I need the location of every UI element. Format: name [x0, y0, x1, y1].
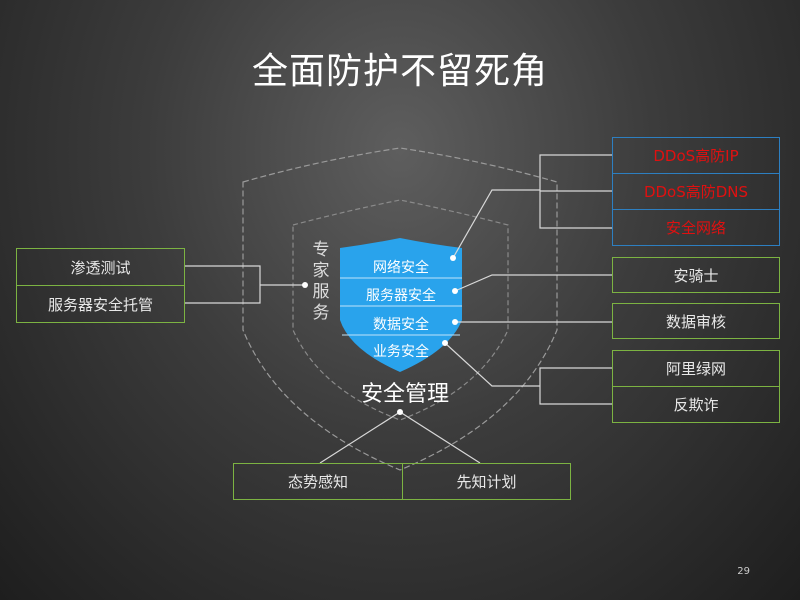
right-box-green-net: 阿里绿网: [612, 350, 780, 387]
shield-dividers: [340, 277, 462, 336]
page-number: 29: [737, 566, 750, 577]
bottom-box-situation-awareness: 态势感知: [233, 463, 403, 500]
right-box-anqishi: 安骑士: [612, 257, 780, 293]
left-box-server-hosting: 服务器安全托管: [16, 285, 185, 323]
red-box-secure-network: 安全网络: [612, 209, 780, 246]
outer-shield-outline: [242, 147, 558, 471]
char: 专: [312, 240, 330, 260]
right-box-data-review: 数据审核: [612, 303, 780, 339]
expert-service-label: 专 家 服 务: [310, 240, 332, 324]
shield-row-business: 业务安全: [373, 344, 429, 360]
right-box-anti-fraud: 反欺诈: [612, 386, 780, 423]
red-box-ddos-ip: DDoS高防IP: [612, 137, 780, 174]
char: 服: [312, 282, 330, 302]
red-box-ddos-dns: DDoS高防DNS: [612, 173, 780, 210]
shield-row-server: 服务器安全: [366, 288, 436, 304]
connector-dots: [302, 255, 458, 415]
bottom-box-xianzhi-plan: 先知计划: [402, 463, 571, 500]
left-box-penetration-test: 渗透测试: [16, 248, 185, 286]
char: 家: [312, 261, 330, 281]
shield-row-data: 数据安全: [373, 317, 429, 333]
slide-title: 全面防护不留死角: [251, 51, 548, 92]
security-management-label: 安全管理: [360, 382, 449, 407]
char: 务: [312, 303, 330, 323]
shield-row-network: 网络安全: [373, 260, 429, 276]
blue-shield: [340, 238, 462, 372]
